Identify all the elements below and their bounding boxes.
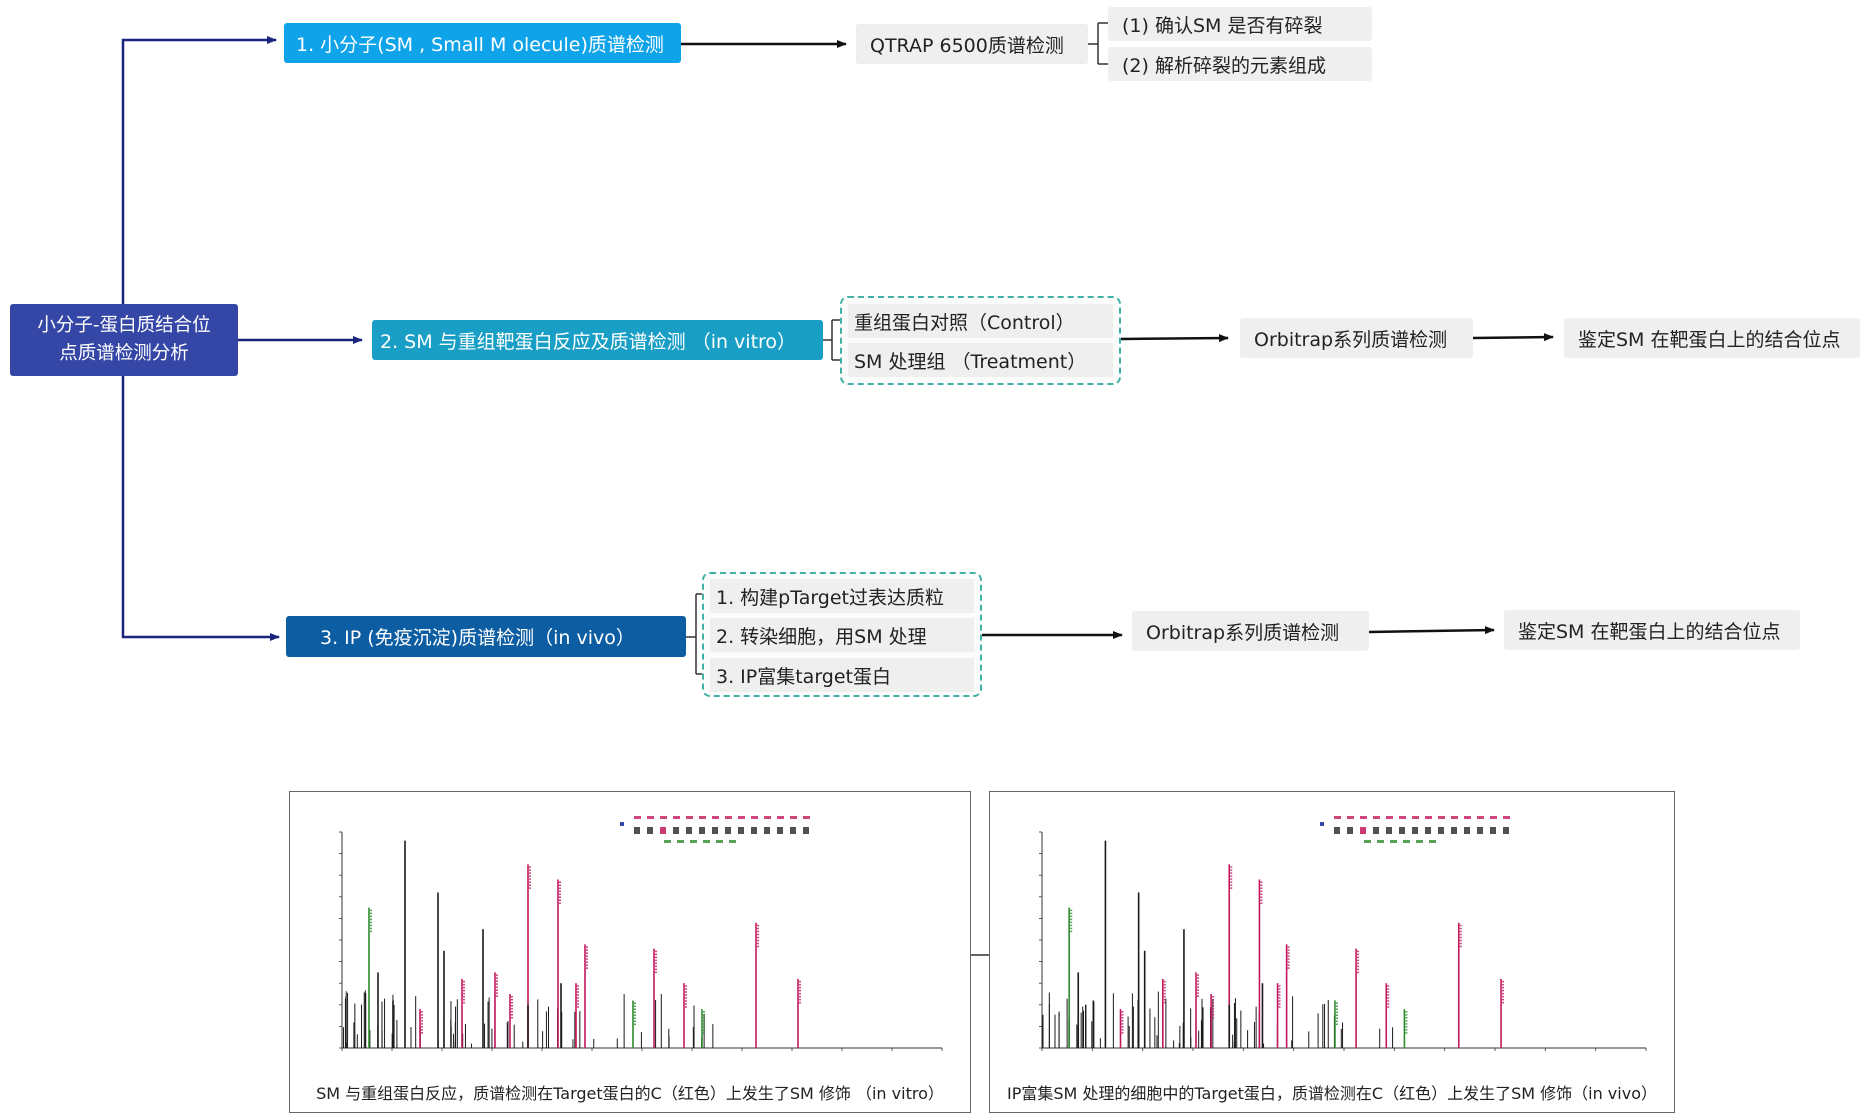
branch2-node: 2. SM 与重组靶蛋白反应及质谱检测 （in vitro）	[372, 320, 823, 360]
root-label-line2: 点质谱检测分析	[59, 343, 189, 364]
branch2-label: 2. SM 与重组靶蛋白反应及质谱检测 （in vitro）	[380, 330, 797, 353]
branch2-result: 鉴定SM 在靶蛋白上的结合位点	[1564, 318, 1860, 358]
branch1-instrument-label: QTRAP 6500质谱检测	[870, 34, 1064, 57]
panel-caption-in-vivo: IP富集SM 处理的细胞中的Target蛋白，质谱检测在C（红色）上发生了SM …	[1007, 1084, 1657, 1103]
branch1-sub2-label: (2) 解析碎裂的元素组成	[1122, 54, 1326, 77]
branch2-group2-label: SM 处理组 （Treatment）	[854, 350, 1087, 373]
branch3-result: 鉴定SM 在靶蛋白上的结合位点	[1504, 610, 1800, 650]
branch3-result-label: 鉴定SM 在靶蛋白上的结合位点	[1518, 620, 1781, 643]
branch2-group1-label: 重组蛋白对照（Control）	[854, 311, 1075, 334]
panel-caption-in-vitro: SM 与重组蛋白反应，质谱检测在Target蛋白的C（红色）上发生了SM 修饰 …	[316, 1084, 944, 1103]
branch3-steps: 1. 构建pTarget过表达质粒 2. 转染细胞，用SM 处理 3. IP富集…	[702, 572, 982, 697]
branch1-sub1-label: (1) 确认SM 是否有碎裂	[1122, 14, 1323, 37]
branch3-step3-label: 3. IP富集target蛋白	[716, 665, 891, 688]
branch3-step2: 2. 转染细胞，用SM 处理	[710, 618, 974, 652]
branch3-step1: 1. 构建pTarget过表达质粒	[710, 579, 974, 613]
branch3-node: 3. IP (免疫沉淀)质谱检测（in vivo）	[286, 616, 686, 657]
branch3-step3: 3. IP富集target蛋白	[710, 658, 974, 692]
spectrum-panel-in-vitro: SM 与重组蛋白反应，质谱检测在Target蛋白的C（红色）上发生了SM 修饰 …	[289, 791, 971, 1113]
spectrum-panel-in-vivo: IP富集SM 处理的细胞中的Target蛋白，质谱检测在C（红色）上发生了SM …	[989, 791, 1675, 1113]
root-node: 小分子-蛋白质结合位点质谱检测分析	[10, 304, 238, 376]
branch2-result-label: 鉴定SM 在靶蛋白上的结合位点	[1578, 328, 1841, 351]
branch2-instrument: Orbitrap系列质谱检测	[1240, 318, 1473, 358]
branch1-label: 1. 小分子(SM , Small M olecule)质谱检测	[296, 33, 664, 56]
branch3-step2-label: 2. 转染细胞，用SM 处理	[716, 625, 927, 648]
branch1-sub2: (2) 解析碎裂的元素组成	[1108, 47, 1372, 81]
spectrum-drawing	[1039, 816, 1647, 1051]
branch2-groups: 重组蛋白对照（Control） SM 处理组 （Treatment）	[840, 296, 1121, 385]
spectrum-drawing	[339, 816, 943, 1051]
branch1-node: 1. 小分子(SM , Small M olecule)质谱检测	[284, 23, 681, 63]
branch1-instrument: QTRAP 6500质谱检测	[856, 24, 1088, 64]
root-label-line1: 小分子-蛋白质结合位	[37, 315, 211, 336]
spectrum-image-in-vitro	[339, 816, 943, 1051]
branch3-instrument: Orbitrap系列质谱检测	[1132, 611, 1369, 651]
branch2-group2: SM 处理组 （Treatment）	[848, 343, 1113, 377]
branch2-instrument-label: Orbitrap系列质谱检测	[1254, 328, 1448, 351]
trunk-to-branch3	[121, 376, 280, 641]
spectrum-image-in-vivo	[1039, 816, 1647, 1051]
trunk-to-branch1	[121, 36, 277, 304]
branch3-label: 3. IP (免疫沉淀)质谱检测（in vivo）	[320, 627, 635, 649]
branch2-group1: 重组蛋白对照（Control）	[848, 304, 1113, 338]
branch3-step1-label: 1. 构建pTarget过表达质粒	[716, 586, 945, 609]
branch1-sub1: (1) 确认SM 是否有碎裂	[1108, 7, 1372, 41]
branch3-instrument-label: Orbitrap系列质谱检测	[1146, 621, 1340, 644]
